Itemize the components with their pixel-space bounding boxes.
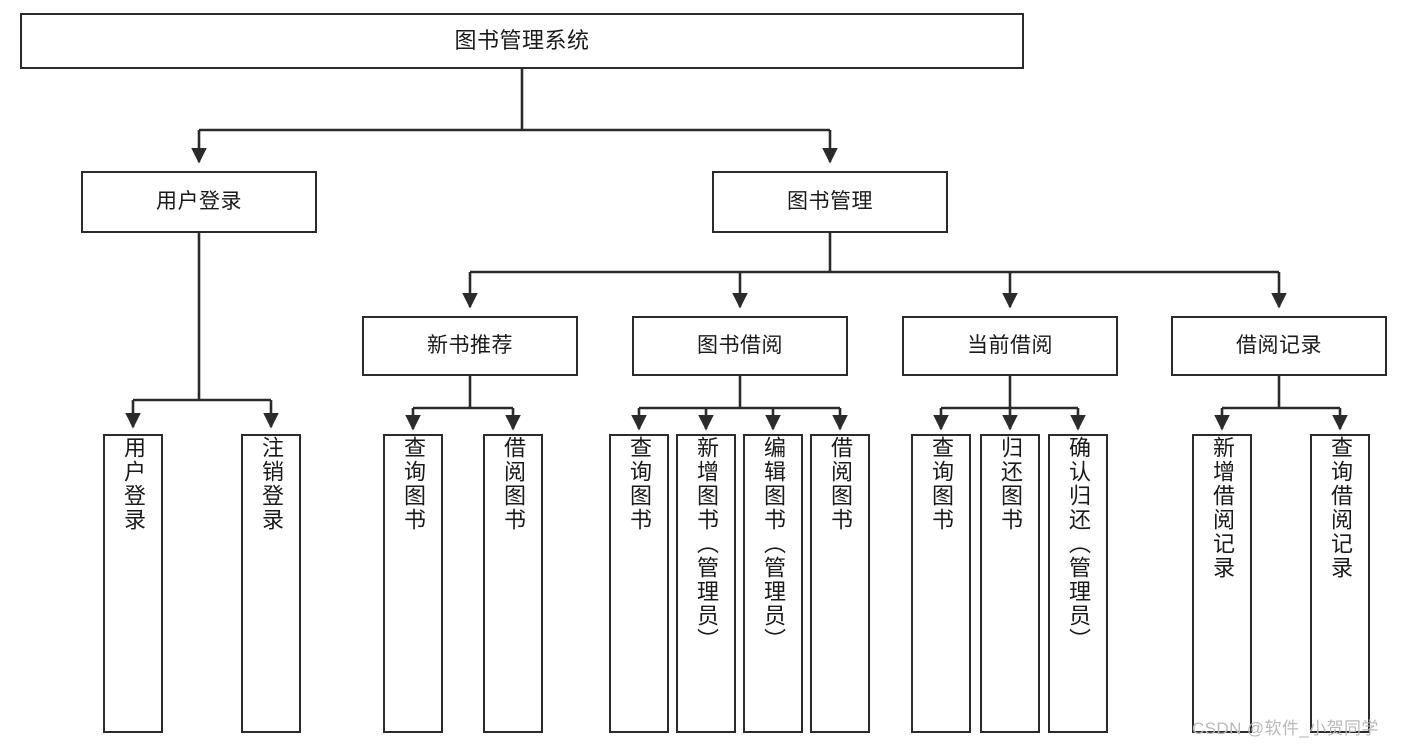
node-leaf-query-book-1[interactable]: 查询图书 — [383, 434, 443, 733]
node-leaf-confirm-return[interactable]: 确认归还（管理员） — [1048, 434, 1108, 733]
watermark-text: CSDN @软件_小贺同学 — [1192, 719, 1379, 738]
node-label: 查询借阅记录 — [1328, 436, 1353, 580]
node-root[interactable]: 图书管理系统 — [20, 13, 1024, 69]
node-label: 借阅图书 — [501, 436, 526, 532]
node-label: 归还图书 — [998, 436, 1023, 532]
node-label: 新增图书（管理员） — [694, 436, 719, 652]
node-book-borrow[interactable]: 图书借阅 — [632, 316, 848, 376]
node-leaf-return-book[interactable]: 归还图书 — [980, 434, 1040, 733]
node-label: 用户登录 — [156, 189, 242, 213]
node-leaf-borrow-book-2[interactable]: 借阅图书 — [810, 434, 870, 733]
node-label: 注销登录 — [259, 436, 284, 532]
node-label: 确认归还（管理员） — [1066, 436, 1091, 652]
node-label: 查询图书 — [929, 436, 954, 532]
node-leaf-query-book-2[interactable]: 查询图书 — [609, 434, 669, 733]
node-label: 编辑图书（管理员） — [761, 436, 786, 652]
node-label: 查询图书 — [627, 436, 652, 532]
node-leaf-logout[interactable]: 注销登录 — [241, 434, 301, 733]
node-leaf-user-login[interactable]: 用户登录 — [103, 434, 163, 733]
node-label: 查询图书 — [401, 436, 426, 532]
node-label: 借阅记录 — [1236, 333, 1322, 357]
node-current-borrow[interactable]: 当前借阅 — [902, 316, 1118, 376]
node-leaf-query-record[interactable]: 查询借阅记录 — [1310, 434, 1370, 733]
node-label: 图书管理 — [787, 189, 873, 213]
node-leaf-borrow-book-1[interactable]: 借阅图书 — [483, 434, 543, 733]
node-label: 当前借阅 — [967, 333, 1053, 357]
node-leaf-edit-book[interactable]: 编辑图书（管理员） — [743, 434, 803, 733]
node-new-book-rec[interactable]: 新书推荐 — [362, 316, 578, 376]
node-book-manage[interactable]: 图书管理 — [712, 171, 948, 233]
node-label: 图书管理系统 — [454, 28, 590, 54]
node-label: 用户登录 — [121, 436, 146, 532]
node-leaf-query-book-3[interactable]: 查询图书 — [911, 434, 971, 733]
node-label: 借阅图书 — [828, 436, 853, 532]
node-label: 新增借阅记录 — [1210, 436, 1235, 580]
node-leaf-add-record[interactable]: 新增借阅记录 — [1192, 434, 1252, 733]
node-borrow-record[interactable]: 借阅记录 — [1171, 316, 1387, 376]
node-leaf-add-book[interactable]: 新增图书（管理员） — [676, 434, 736, 733]
node-label: 新书推荐 — [427, 333, 513, 357]
node-user-login[interactable]: 用户登录 — [81, 171, 317, 233]
node-label: 图书借阅 — [697, 333, 783, 357]
